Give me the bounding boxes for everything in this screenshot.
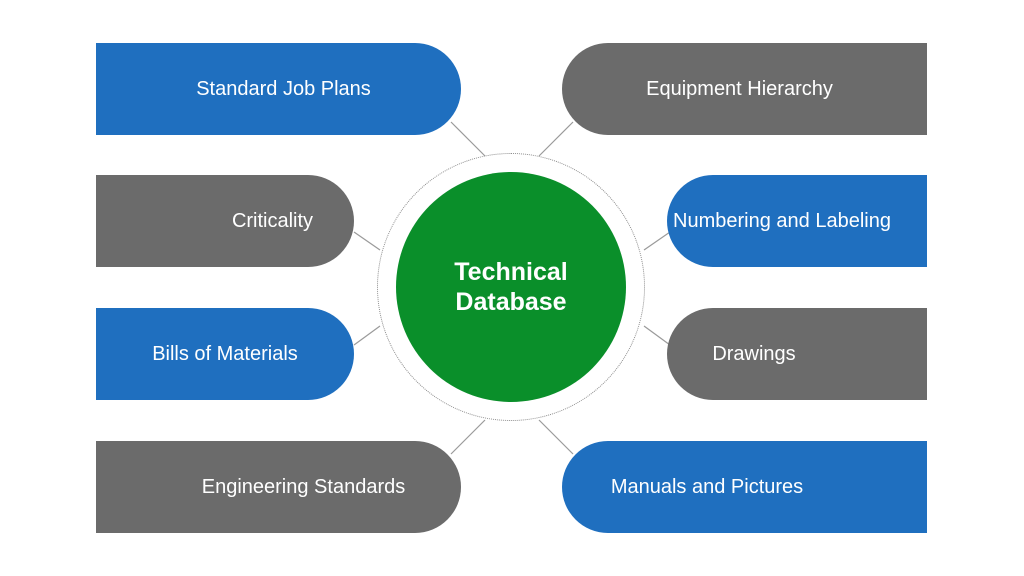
node-bills-of-materials: Bills of Materials [96, 308, 354, 400]
node-label: Drawings [712, 343, 796, 365]
node-label: Standard Job Plans [196, 78, 371, 100]
connector-standard-job-plans [450, 121, 486, 157]
connector-criticality [353, 231, 381, 251]
node-label: Numbering and Labeling [673, 210, 891, 232]
node-equipment-hierarchy: Equipment Hierarchy [562, 43, 927, 135]
center-ring [377, 153, 645, 421]
node-label: Engineering Standards [201, 476, 406, 498]
node-label: Bills of Materials [152, 343, 298, 365]
connector-bills-of-materials [353, 325, 381, 346]
center-label: Technical Database [454, 258, 568, 316]
node-drawings: Drawings [667, 308, 927, 400]
node-standard-job-plans: Standard Job Plans [96, 43, 461, 135]
connector-numbering-and-labeling [643, 231, 671, 251]
node-label: Equipment Hierarchy [646, 78, 833, 100]
node-criticality: Criticality [96, 175, 354, 267]
connector-drawings [643, 325, 671, 346]
node-manuals-and-pictures: Manuals and Pictures [562, 441, 927, 533]
connector-equipment-hierarchy [538, 121, 574, 157]
node-label: Criticality [231, 210, 314, 232]
connector-manuals-and-pictures [538, 419, 574, 455]
node-label: Manuals and Pictures [610, 476, 804, 498]
node-numbering-and-labeling: Numbering and Labeling [667, 175, 927, 267]
connector-engineering-standards [450, 419, 486, 455]
center-hub: Technical Database [396, 172, 626, 402]
node-engineering-standards: Engineering Standards [96, 441, 461, 533]
